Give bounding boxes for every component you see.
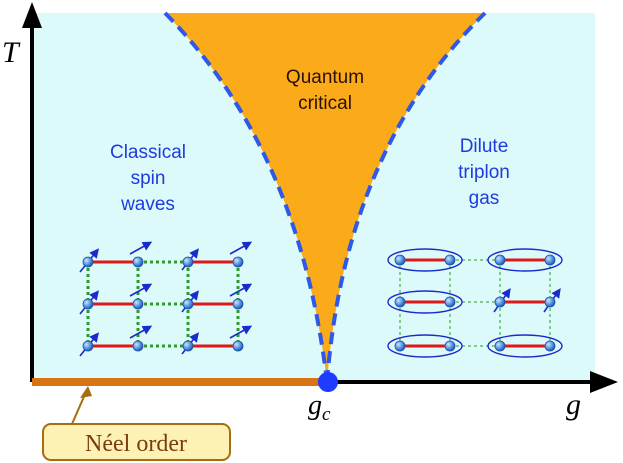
y-axis-arrow: [22, 2, 42, 28]
svg-text:triplon: triplon: [458, 162, 510, 183]
svg-text:waves: waves: [120, 194, 175, 215]
svg-text:Quantum: Quantum: [286, 67, 364, 88]
triplon-dimer-lattice: [387, 248, 563, 358]
y-axis-label: T: [2, 36, 21, 69]
svg-text:gas: gas: [469, 188, 500, 209]
critical-point: [318, 372, 338, 392]
critical-boundary-right: [325, 11, 487, 383]
spin-wave-lattice: [79, 241, 253, 357]
neel-order-label: Néel order: [85, 431, 187, 457]
critical-boundary-left: [163, 11, 329, 383]
svg-text:critical: critical: [298, 93, 352, 114]
x-axis-label: g: [566, 388, 581, 421]
neel-pointer-arrowhead: [80, 386, 92, 398]
svg-text:spin: spin: [131, 168, 166, 189]
critical-point-label: gc: [308, 390, 331, 425]
svg-text:Dilute: Dilute: [460, 136, 509, 157]
dilute-triplon-gas-label: Dilute triplon gas: [458, 136, 510, 209]
quantum-critical-region: [165, 13, 485, 382]
classical-spin-waves-label: Classical spin waves: [110, 142, 186, 215]
quantum-critical-label: Quantum critical: [286, 67, 364, 114]
svg-text:Classical: Classical: [110, 142, 186, 163]
neel-order-box: [42, 423, 231, 461]
x-axis-arrow: [590, 371, 618, 393]
